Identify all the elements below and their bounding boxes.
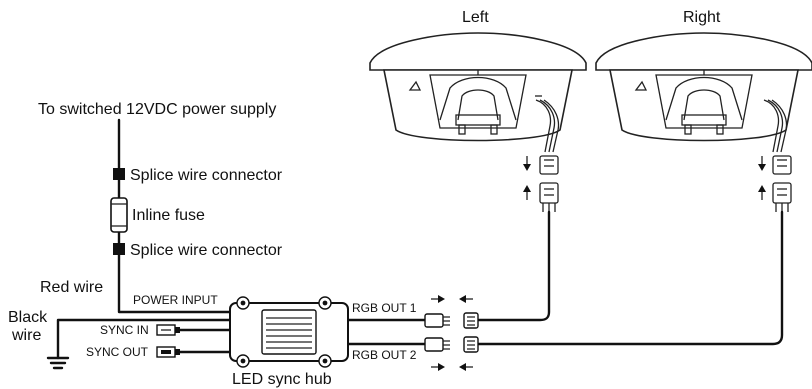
ground-symbol-icon <box>46 356 70 370</box>
rgb-out-2-connector <box>424 336 479 353</box>
sync-out-label: SYNC OUT <box>86 345 149 359</box>
sync-in-label: SYNC IN <box>100 323 149 337</box>
right-light-cable <box>476 210 784 346</box>
left-up-arrow-icon <box>523 185 531 200</box>
left-down-arrow-icon <box>523 156 531 171</box>
black-wire <box>56 318 232 360</box>
rgb-out-2-label: RGB OUT 2 <box>352 348 417 362</box>
right-down-arrow-icon <box>758 156 766 171</box>
right-light-connector-pair <box>772 155 792 212</box>
splice-connector-top <box>113 168 125 180</box>
power-input-label: POWER INPUT <box>133 293 218 307</box>
left-light-label: Left <box>462 9 489 26</box>
rgb2-right-arrow-icon <box>431 363 445 371</box>
splice-bottom-label: Splice wire connector <box>130 242 283 259</box>
left-light-fixture <box>369 32 587 153</box>
left-light-connector-pair <box>539 155 559 212</box>
rgb1-left-arrow-icon <box>459 295 473 303</box>
sync-out-connector <box>156 346 180 358</box>
fuse-label: Inline fuse <box>132 207 205 224</box>
splice-connector-bottom <box>113 243 125 255</box>
right-up-arrow-icon <box>758 185 766 200</box>
led-sync-hub <box>229 296 349 368</box>
inline-fuse-icon <box>110 197 128 233</box>
rgb1-right-arrow-icon <box>431 295 445 303</box>
hub-label: LED sync hub <box>232 371 332 388</box>
power-supply-label: To switched 12VDC power supply <box>38 101 276 118</box>
sync-in-connector <box>156 324 180 336</box>
red-wire <box>117 118 232 314</box>
rgb-out-1-label: RGB OUT 1 <box>352 301 417 315</box>
right-light-fixture <box>595 32 812 153</box>
right-light-label: Right <box>683 9 721 26</box>
red-wire-label: Red wire <box>40 279 103 296</box>
rgb-out-1-connector <box>424 312 479 329</box>
black-wire-label-1: Black <box>8 309 48 326</box>
splice-top-label: Splice wire connector <box>130 167 283 184</box>
left-light-cable <box>476 210 551 322</box>
rgb2-left-arrow-icon <box>459 363 473 371</box>
black-wire-label-2: wire <box>11 327 41 344</box>
